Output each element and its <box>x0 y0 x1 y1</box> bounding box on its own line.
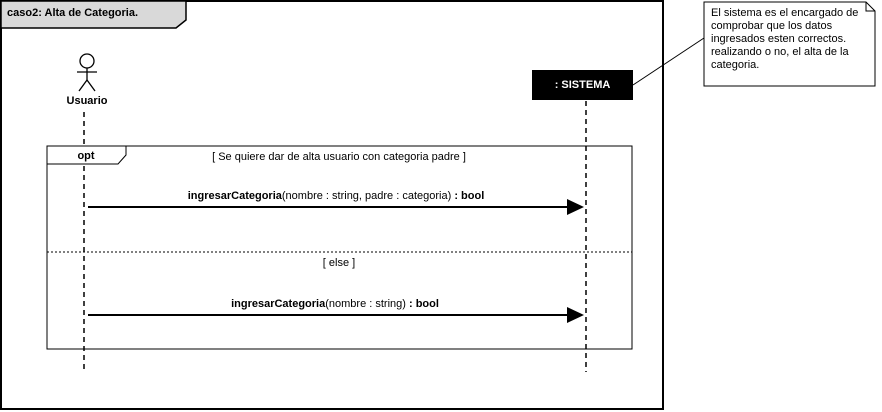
system-label: : SISTEMA <box>554 79 611 91</box>
frame-title: caso2: Alta de Categoria. <box>7 7 139 19</box>
diagram-frame <box>0 0 664 410</box>
message-return-1: : bool <box>454 190 485 202</box>
message-return-2: : bool <box>408 298 439 310</box>
stick-figure-actor-icon <box>77 53 97 92</box>
message-label-2: ingresarCategoria(nombre : string) : boo… <box>231 298 439 310</box>
note-box <box>703 1 876 87</box>
message-op-1: ingresarCategoria <box>187 190 282 202</box>
fragment-operator: opt <box>77 150 95 162</box>
note-fold-corner <box>865 2 875 12</box>
message-label-1: ingresarCategoria(nombre : string, padre… <box>188 190 485 202</box>
message-arrow-1 <box>88 199 584 215</box>
message-op-2: ingresarCategoria <box>231 298 326 310</box>
actor-label: Usuario <box>66 95 108 107</box>
note-text: El sistema es el encargado de comprobar … <box>711 7 859 71</box>
fragment-guard-2: [ else ] <box>322 257 356 269</box>
message-arrow-2 <box>88 307 584 323</box>
opt-fragment <box>46 145 633 350</box>
system-lifeline-head <box>532 70 633 100</box>
note-connector <box>632 37 705 86</box>
opt-fragment-tab <box>46 145 127 165</box>
frame-title-tab <box>0 0 187 29</box>
message-params-1: (nombre : string, padre : categoria) <box>281 190 452 202</box>
message-params-2: (nombre : string) <box>325 298 406 310</box>
fragment-guard-1: [ Se quiere dar de alta usuario con cate… <box>212 151 466 163</box>
